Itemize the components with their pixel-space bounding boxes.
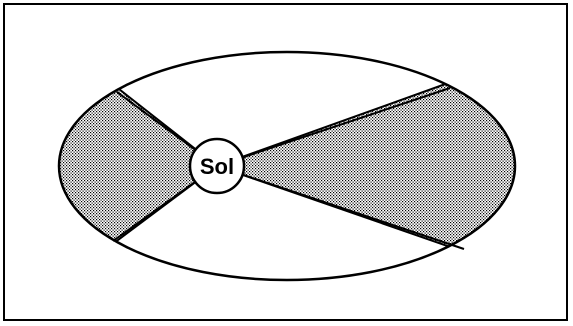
sector-line-lower-right [216,165,465,250]
orbit-ellipse [57,50,517,282]
sun: Sol [188,137,246,195]
sun-circle [188,137,246,195]
sun-label: Sol [200,154,234,179]
sector-line-upper-right [216,87,451,167]
right-shaded-sector [213,58,515,280]
left-shaded-sector [59,73,219,252]
